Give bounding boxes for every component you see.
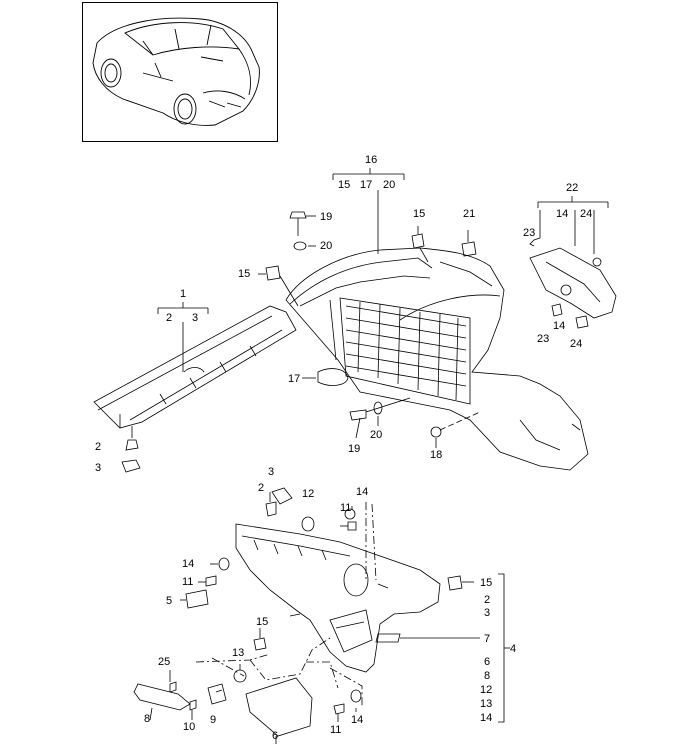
callout-14-right: 14 [553,320,566,332]
callout-15-right: 15 [480,577,493,589]
callout-14-bottom: 14 [351,714,364,726]
callout-22: 22 [566,182,579,194]
callout-8-right: 8 [484,670,491,682]
callout-4: 4 [510,643,517,655]
callout-2-lower: 2 [258,482,265,494]
callout-6-right: 6 [484,656,491,668]
vehicle-thumbnail [82,2,278,142]
callout-15-lower: 15 [256,616,269,628]
callout-17-sub: 17 [360,179,373,191]
callout-16: 16 [365,154,378,166]
callout-23-bottom: 23 [537,333,550,345]
callout-11-left: 11 [182,576,194,588]
callout-8: 8 [144,713,151,725]
callout-10: 10 [183,721,196,733]
callout-14-lower: 14 [356,486,369,498]
callout-6: 6 [272,730,279,742]
callout-19-low: 19 [348,443,361,455]
callout-12-right: 12 [480,684,493,696]
callout-2-left: 2 [95,441,102,453]
callout-3-left: 3 [95,462,102,474]
callout-7: 7 [484,633,491,645]
callout-11-top: 11 [340,502,352,514]
callout-11-bottom: 11 [330,724,342,736]
callout-25: 25 [158,656,171,668]
callout-18: 18 [430,449,443,461]
callout-2-right: 2 [484,594,491,606]
callout-12-top: 12 [302,488,315,500]
callout-5: 5 [166,595,173,607]
callout-24-bottom: 24 [570,338,583,350]
callout-15-sub: 15 [338,179,351,191]
callout-15-left: 15 [238,268,251,280]
callout-17: 17 [288,373,301,385]
callout-3-lower: 3 [268,466,275,478]
callout-14-left: 14 [182,558,195,570]
callout-20-low: 20 [370,429,383,441]
callout-3-sub: 3 [192,312,199,324]
callout-13-right: 13 [480,698,493,710]
callout-21: 21 [463,208,476,220]
callout-19-top: 19 [320,211,333,223]
callout-20-top: 20 [320,240,333,252]
callout-15-mid: 15 [413,208,426,220]
callout-1: 1 [180,288,187,300]
callout-9: 9 [210,714,217,726]
callout-24-sub: 24 [580,208,593,220]
callout-2-sub: 2 [166,312,173,324]
callout-23-top: 23 [523,227,536,239]
callout-20-sub: 20 [383,179,396,191]
callout-3-right: 3 [484,607,491,619]
callout-13: 13 [232,647,245,659]
car-illustration [92,17,260,126]
callout-14-right-list: 14 [480,712,493,724]
callout-14-sub: 14 [556,208,569,220]
